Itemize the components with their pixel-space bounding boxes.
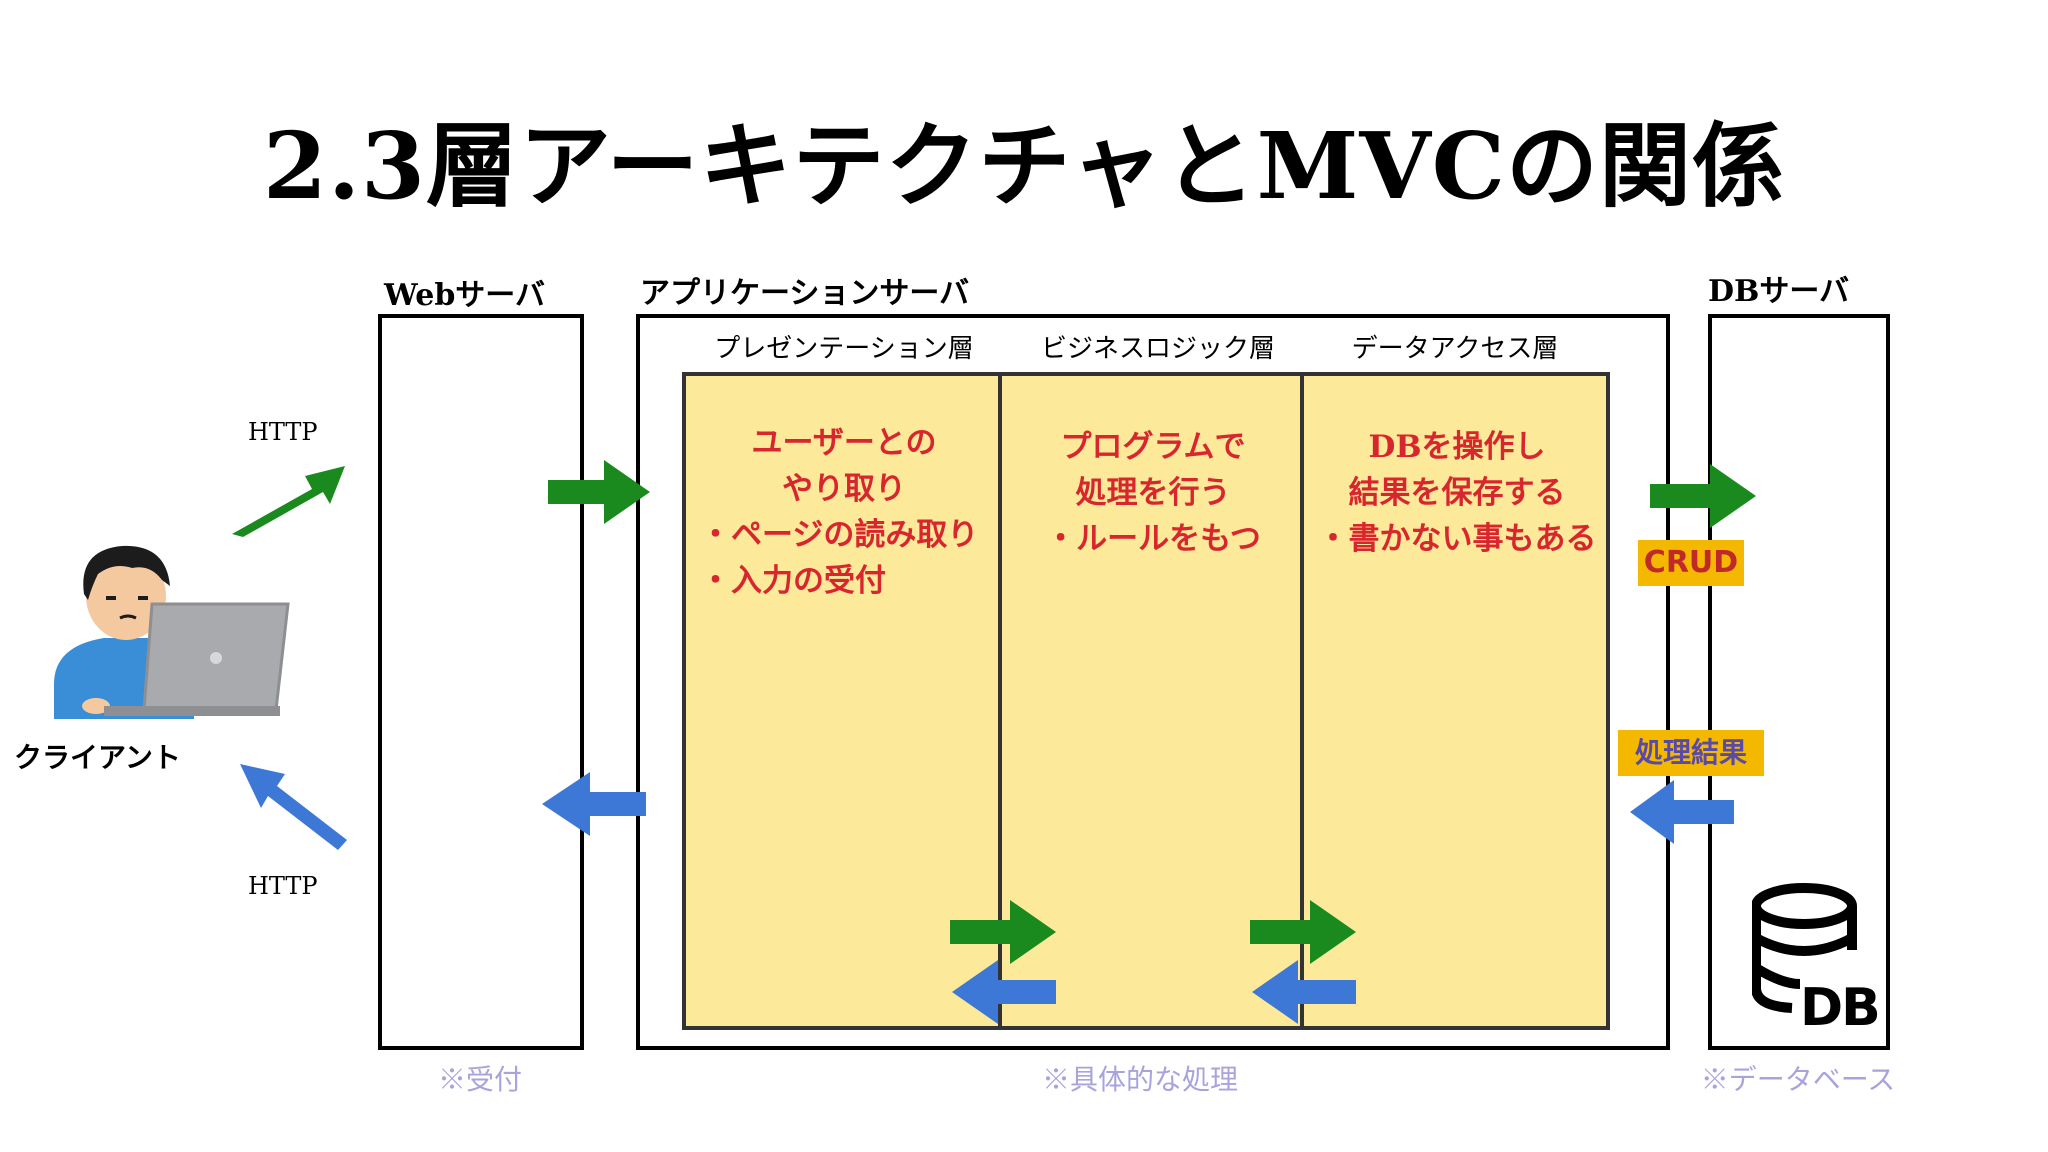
web-server-note: ※受付 [437, 1063, 522, 1096]
arrow-presentation-to-business [950, 900, 1056, 964]
data-access-layer [1300, 372, 1610, 1030]
business-line-1: プログラムで [1060, 429, 1246, 465]
arrow-web-to-app [548, 460, 650, 524]
business-line-3: ・ルールをもつ [1045, 521, 1261, 557]
client-label: クライアント [14, 741, 181, 774]
arrow-data-access-to-business [1252, 960, 1356, 1024]
db-server-note: ※データベース [1700, 1063, 1896, 1096]
presentation-description: ユーザーとの やり取り ・ページの読み取り ・入力の受付 [684, 420, 1004, 604]
database-icon [1752, 883, 1857, 1013]
arrow-app-to-web [542, 772, 646, 836]
layer-label-data-access: データアクセス層 [1351, 334, 1559, 364]
business-description: プログラムで 処理を行う ・ルールをもつ [1000, 424, 1306, 562]
data-access-line-1: DBを操作し [1368, 429, 1546, 465]
result-badge: 処理結果 [1618, 730, 1764, 776]
db-icon-text: DB [1800, 978, 1881, 1038]
app-server-note: ※具体的な処理 [1041, 1063, 1238, 1096]
presentation-line-4: ・入力の受付 [700, 563, 886, 599]
http-response-label: HTTP [248, 872, 318, 900]
layer-label-presentation: プレゼンテーション層 [714, 334, 974, 364]
arrow-app-to-db [1650, 464, 1756, 528]
app-server-label: アプリケーションサーバ [640, 276, 970, 311]
presentation-layer [682, 372, 1002, 1030]
arrow-business-to-data-access [1250, 900, 1356, 964]
business-line-2: 処理を行う [1075, 475, 1231, 511]
db-server-label: DBサーバ [1708, 274, 1850, 309]
web-server-label: Webサーバ [384, 278, 546, 313]
http-request-label: HTTP [248, 418, 318, 446]
arrow-web-to-client [240, 764, 347, 850]
presentation-line-1: ユーザーとの [751, 425, 937, 461]
data-access-line-3: ・書かない事もある [1317, 521, 1597, 557]
presentation-line-3: ・ページの読み取り [700, 517, 979, 553]
db-server-box [1708, 314, 1890, 1050]
web-server-box [378, 314, 584, 1050]
crud-badge: CRUD [1638, 540, 1744, 586]
page-title: 2.3層アーキテクチャとMVCの関係 [262, 112, 1786, 220]
layer-label-business: ビジネスロジック層 [1040, 334, 1275, 364]
arrow-client-to-web [232, 466, 345, 537]
data-access-description: DBを操作し 結果を保存する ・書かない事もある [1302, 424, 1612, 562]
arrow-business-to-presentation [952, 960, 1056, 1024]
client-person-icon [54, 545, 290, 719]
presentation-line-2: やり取り [782, 471, 906, 507]
data-access-line-2: 結果を保存する [1348, 475, 1566, 511]
arrow-db-to-app [1630, 780, 1734, 844]
